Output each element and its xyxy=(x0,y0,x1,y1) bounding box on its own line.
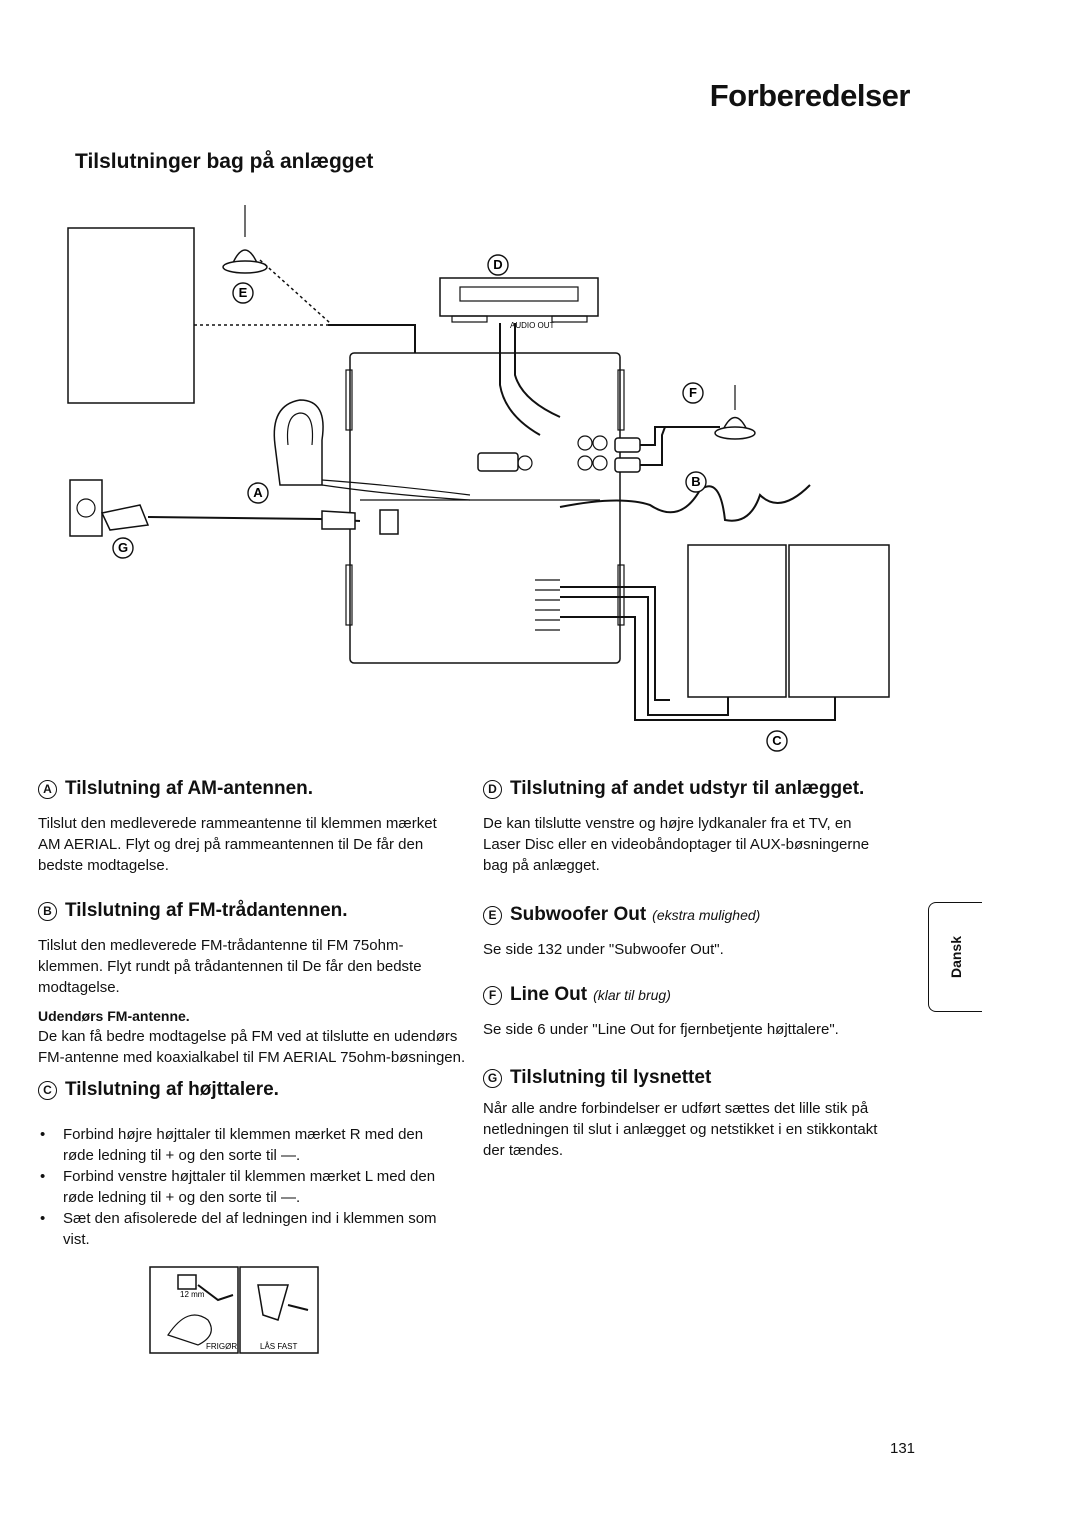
letter-d-icon: D xyxy=(483,779,502,799)
fm-antenna-right-icon xyxy=(714,385,756,440)
letter-b-icon: B xyxy=(38,901,57,921)
speaker-right xyxy=(788,544,890,698)
section-f-note: (klar til brug) xyxy=(593,987,671,1003)
letter-a-icon: A xyxy=(38,779,57,799)
section-d-text: De kan tilslutte venstre og højre lydkan… xyxy=(483,815,870,874)
section-f-text: Se side 6 under "Line Out for fjernbetje… xyxy=(483,1021,839,1038)
list-item: Sæt den afisolerede del af ledningen ind… xyxy=(38,1208,438,1250)
main-unit xyxy=(349,352,621,664)
outdoor-antenna-dashed-line xyxy=(259,259,331,324)
section-e: E Subwoofer Out (ekstra mulighed) Se side … xyxy=(483,903,903,960)
svg-text:E: E xyxy=(239,285,248,300)
section-b: B Tilslutning af FM-trådantennen. Tilslut… xyxy=(38,899,468,1068)
language-tab: Dansk xyxy=(928,902,982,1012)
cut-length-label: 12 mm xyxy=(180,1290,205,1299)
section-g-text: Når alle andre forbindelser er udført sæ… xyxy=(483,1100,878,1159)
section-e-title: Subwoofer Out xyxy=(510,904,647,925)
letter-c-icon: C xyxy=(38,1080,57,1100)
am-loop-antenna-icon xyxy=(273,399,471,501)
section-d: D Tilslutning af andet udstyr til anlægge… xyxy=(483,777,913,876)
svg-text:G: G xyxy=(118,540,128,555)
section-c: C Tilslutning af højttalere. Forbind højr… xyxy=(38,1078,438,1250)
label-f: F xyxy=(682,382,704,404)
section-g-title: Tilslutning til lysnettet xyxy=(510,1067,712,1088)
lock-label: LÅS FAST xyxy=(260,1342,297,1351)
svg-text:B: B xyxy=(691,474,700,489)
section-b-subtext: De kan få bedre modtagelse på FM ved at … xyxy=(38,1028,466,1066)
label-e: E xyxy=(232,282,254,304)
label-b: B xyxy=(685,471,707,493)
svg-text:C: C xyxy=(772,733,782,748)
label-g: G xyxy=(112,537,134,559)
speaker-wire-inset: 12 mm FRIGØR LÅS FAST xyxy=(149,1266,319,1354)
external-device xyxy=(439,277,599,317)
section-g: G Tilslutning til lysnettet Når alle andr… xyxy=(483,1066,893,1161)
letter-e-icon: E xyxy=(483,905,502,925)
section-b-text: Tilslut den medleverede FM-trådantenne t… xyxy=(38,937,422,996)
label-d: D xyxy=(487,254,509,276)
svg-text:A: A xyxy=(253,485,263,500)
section-f-title: Line Out xyxy=(510,984,588,1005)
window-frame xyxy=(67,227,195,404)
letter-f-icon: F xyxy=(483,985,502,1005)
section-b-title: Tilslutning af FM-trådantennen. xyxy=(65,900,348,921)
svg-text:D: D xyxy=(493,257,502,272)
section-c-title: Tilslutning af højttalere. xyxy=(65,1079,279,1100)
section-d-title: Tilslutning af andet udstyr til anlægget… xyxy=(510,778,865,799)
page-number: 131 xyxy=(890,1440,916,1457)
list-item: Forbind højre højttaler til klemmen mærk… xyxy=(38,1124,438,1166)
section-a-title: Tilslutning af AM-antennen. xyxy=(65,778,314,799)
svg-text:F: F xyxy=(689,385,697,400)
page-title: Forberedelser xyxy=(709,78,911,113)
speaker-instructions-list: Forbind højre højttaler til klemmen mærk… xyxy=(38,1124,438,1250)
section-a: A Tilslutning af AM-antennen. Tilslut den… xyxy=(38,777,438,876)
connection-diagram: AUDIO OUT A B C D xyxy=(67,205,890,752)
list-item: Forbind venstre højttaler til klemmen mæ… xyxy=(38,1166,438,1208)
section-title: Tilslutninger bag på anlægget xyxy=(75,150,374,173)
section-f: F Line Out (klar til brug) Se side 6 under… xyxy=(483,983,903,1040)
label-a: A xyxy=(247,482,269,504)
speaker-left xyxy=(687,544,787,698)
letter-g-icon: G xyxy=(483,1068,502,1088)
section-e-text: Se side 132 under "Subwoofer Out". xyxy=(483,941,724,958)
section-b-subheading: Udendørs FM-antenne. xyxy=(38,1008,190,1024)
audio-out-label: AUDIO OUT xyxy=(510,321,555,330)
release-label: FRIGØR xyxy=(206,1342,237,1351)
language-tab-label: Dansk xyxy=(947,935,964,979)
am-antenna-icon xyxy=(222,205,268,274)
section-e-note: (ekstra mulighed) xyxy=(652,907,761,923)
label-c: C xyxy=(766,730,788,752)
wall-socket-icon xyxy=(69,479,103,537)
section-a-text: Tilslut den medleverede rammeantenne til… xyxy=(38,815,437,874)
